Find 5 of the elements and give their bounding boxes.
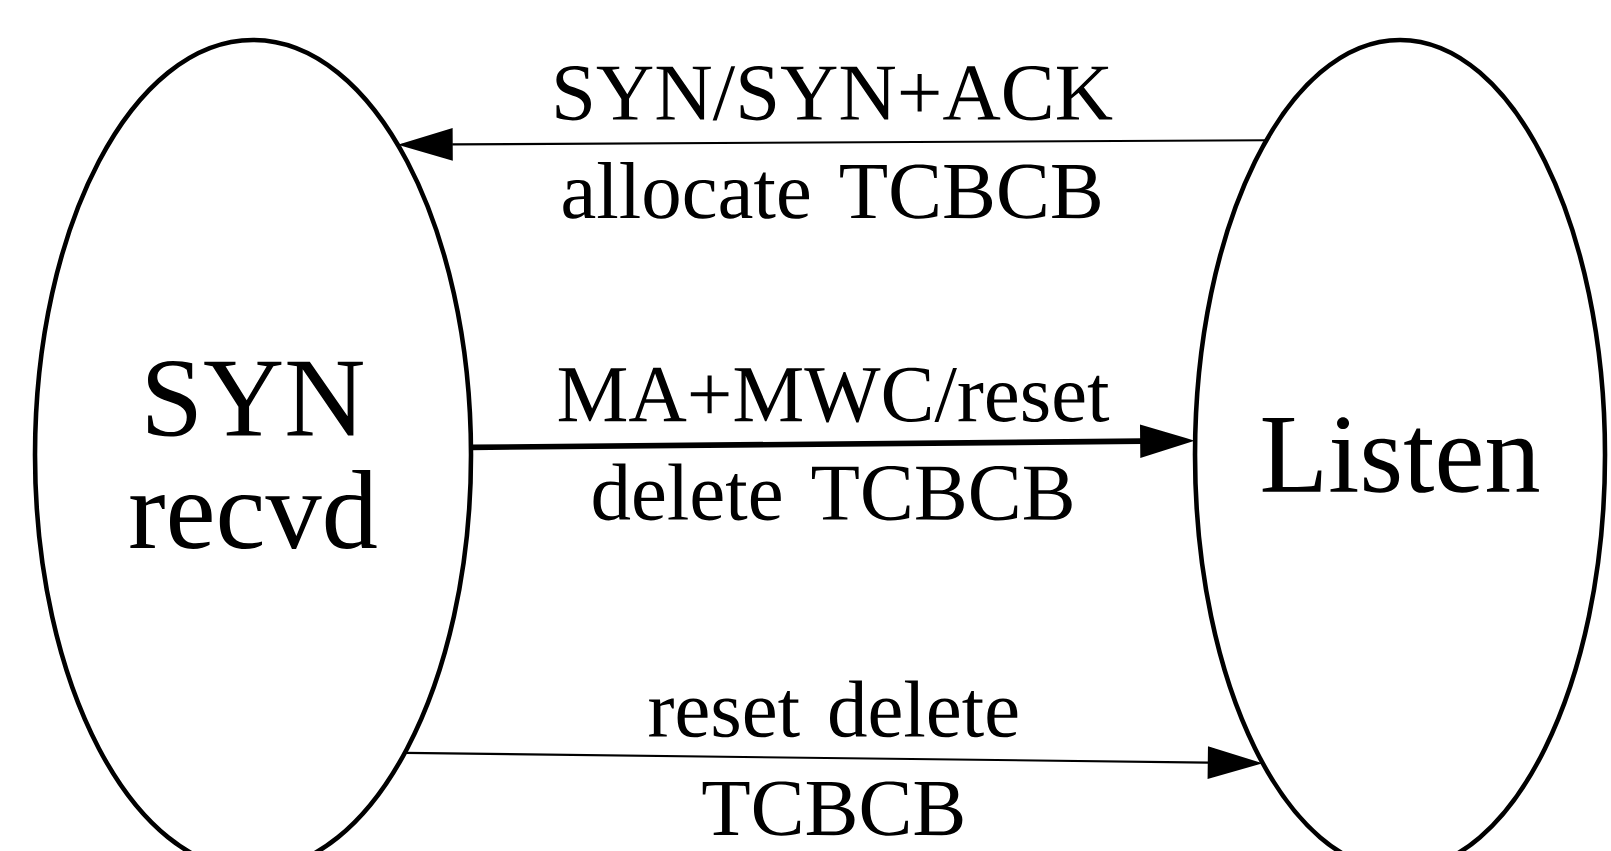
edge-label: SYN/SYN+ACK allocate TCBCB: [556, 66, 1113, 219]
edge-label: MA+MWC/reset delete TCBCB: [558, 367, 1110, 521]
state-label: SYN recvd: [130, 361, 377, 549]
edge-label: reset delete TCBCB: [649, 680, 1018, 836]
state-label: Listen: [1262, 417, 1539, 493]
